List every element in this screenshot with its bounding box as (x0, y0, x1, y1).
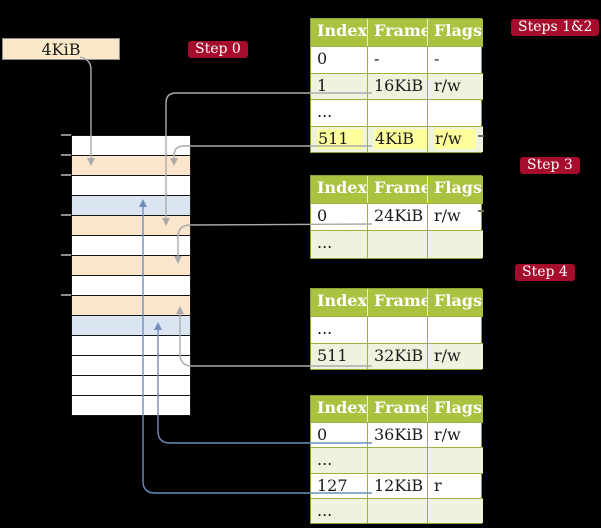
table-cell: ... (311, 316, 367, 343)
table-cell: 32KiB (367, 342, 427, 369)
cropped-line-stub (478, 210, 484, 212)
memory-cell (72, 356, 190, 376)
table-cell: ... (311, 99, 367, 126)
table-cell (367, 497, 427, 524)
page-table-step3: Index Frame Flags 0 24KiB r/w ... (310, 175, 483, 259)
address-tick (61, 294, 71, 296)
table-cell: 127 (311, 472, 367, 498)
col-header-frame: Frame (367, 396, 427, 422)
memory-cell (72, 336, 190, 356)
highlighted-value: 4KiB (374, 128, 427, 149)
col-header-index: Index (311, 289, 367, 316)
table-cell: 0 (311, 46, 367, 73)
col-header-flags: Flags (427, 176, 483, 203)
table-cell (367, 99, 427, 126)
table-cell: 0 (311, 203, 367, 230)
memory-cell (72, 176, 190, 196)
table-cell: 1 (311, 72, 367, 100)
memory-cell (72, 216, 190, 236)
table-cell: ... (311, 497, 367, 524)
table-cell (427, 497, 483, 524)
table-cell (367, 230, 427, 258)
memory-cell (72, 276, 190, 296)
col-header-index: Index (311, 396, 367, 422)
col-header-flags: Flags (427, 289, 483, 316)
col-header-frame: Frame (367, 176, 427, 203)
table-cell (427, 230, 483, 258)
memory-cell (72, 156, 190, 176)
cropped-line-stub (478, 135, 484, 137)
table-cell (427, 447, 483, 473)
address-tick (61, 134, 71, 136)
table-cell: 4KiB (367, 125, 427, 153)
table-cell (427, 99, 483, 126)
address-tick (61, 254, 71, 256)
address-tick (61, 174, 71, 176)
table-cell: 24KiB (367, 203, 427, 231)
table-cell: 16KiB (367, 72, 427, 100)
table-cell: ... (311, 447, 367, 473)
table-cell: 0 (311, 422, 367, 447)
badge-step-3: Step 3 (520, 157, 580, 174)
memory-cell (72, 196, 190, 216)
table-cell: - (367, 46, 427, 73)
table-cell: 511 (311, 125, 367, 153)
badge-step-4: Step 4 (515, 264, 575, 281)
col-header-frame: Frame (367, 19, 427, 46)
physical-memory-stack (71, 135, 191, 416)
memory-cell (72, 396, 190, 415)
address-tick (61, 154, 71, 156)
page-table-steps12: Index Frame Flags 0 - - 1 16KiB r/w ... … (310, 18, 483, 154)
table-cell: r/w (427, 72, 483, 100)
table-cell: r/w (427, 125, 483, 153)
table-cell: r/w (427, 422, 483, 448)
col-header-index: Index (311, 19, 367, 46)
table-cell: - (427, 46, 483, 73)
address-tick (61, 214, 71, 216)
memory-cell (72, 296, 190, 316)
table-cell: 36KiB (367, 422, 427, 448)
table-cell: 12KiB (367, 472, 427, 498)
highlighted-value: 511 (317, 128, 363, 149)
highlighted-value: r/w (434, 128, 476, 149)
table-cell: ... (311, 230, 367, 258)
memory-cell (72, 316, 190, 336)
table-cell: 511 (311, 342, 367, 369)
page-table-final: Index Frame Flags 0 36KiB r/w ... 127 12… (310, 395, 483, 525)
table-cell: r/w (427, 342, 483, 369)
table-cell: r/w (427, 203, 483, 231)
frame-size-label: 4KiB (41, 39, 81, 59)
col-header-index: Index (311, 176, 367, 203)
badge-step-0: Step 0 (188, 41, 248, 58)
col-header-flags: Flags (427, 396, 483, 422)
col-header-flags: Flags (427, 19, 483, 46)
table-cell (367, 316, 427, 343)
table-cell (427, 316, 483, 343)
badge-steps-1-2: Steps 1&2 (511, 19, 600, 36)
memory-cell (72, 236, 190, 256)
table-cell (367, 447, 427, 473)
page-table-step4: Index Frame Flags ... 511 32KiB r/w (310, 288, 483, 370)
memory-cell (72, 136, 190, 156)
frame-size-box: 4KiB (2, 38, 120, 60)
table-cell: r (427, 472, 483, 498)
memory-cell (72, 376, 190, 396)
col-header-frame: Frame (367, 289, 427, 316)
memory-cell (72, 256, 190, 276)
